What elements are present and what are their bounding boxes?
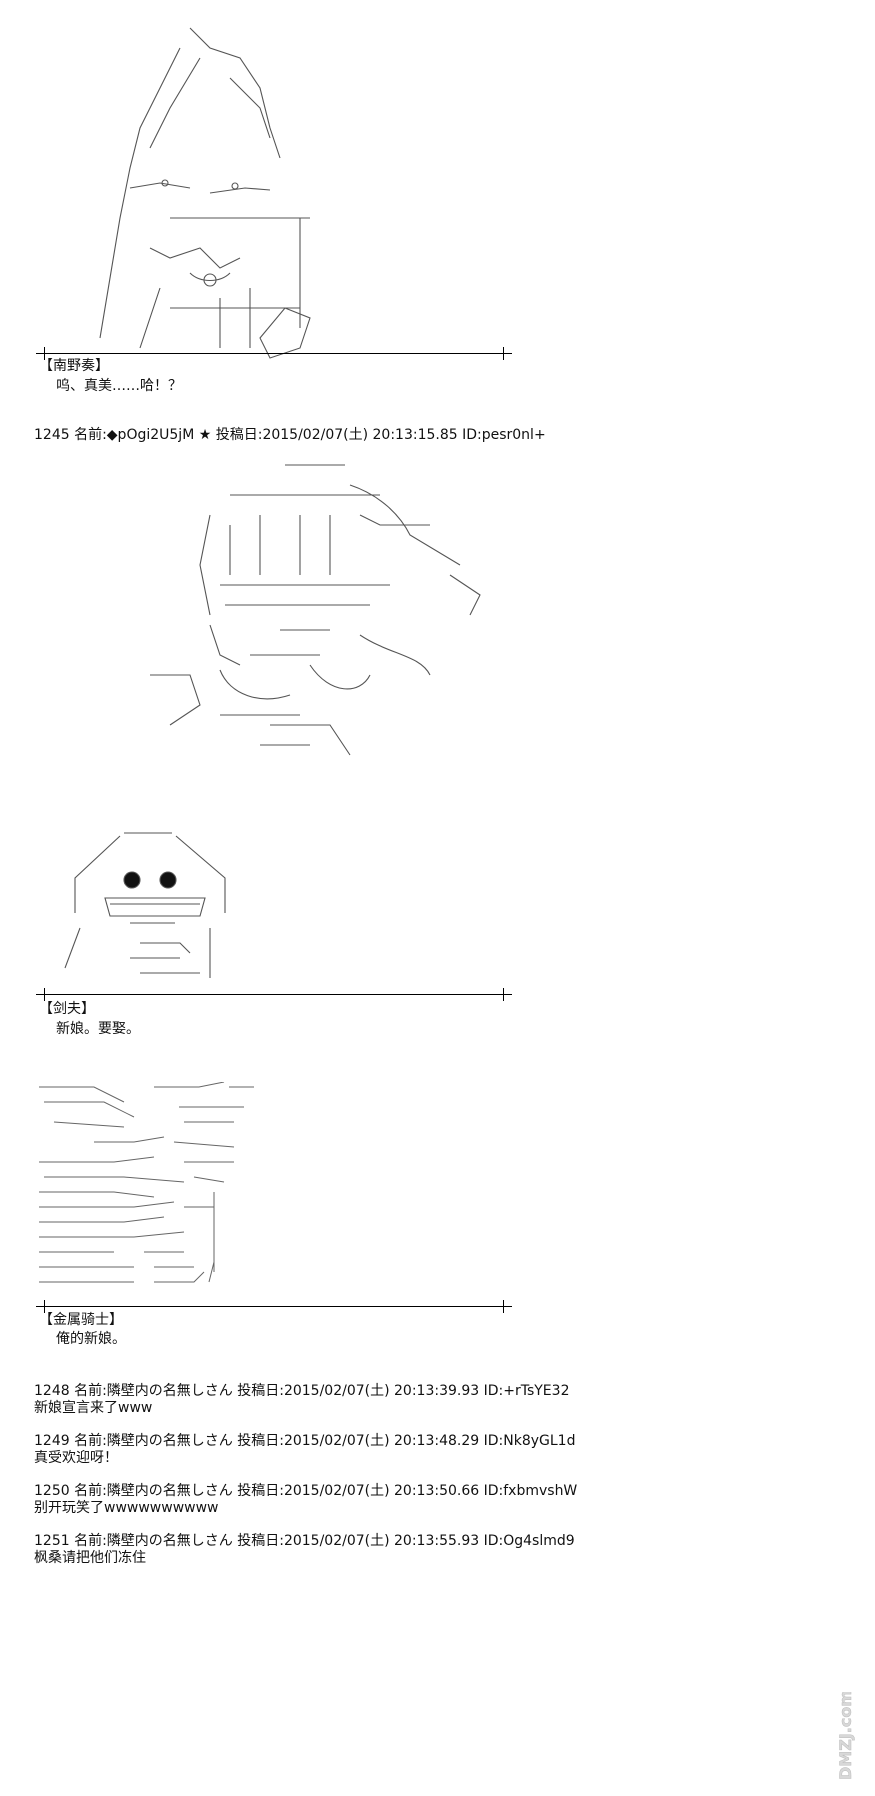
dialog-text-2: 新娘。要娶。	[56, 1021, 140, 1037]
speaker-name-3: 【金属骑士】	[39, 1312, 123, 1328]
reply-header: 1248 名前:隣壁内の名無しさん 投稿日:2015/02/07(土) 20:1…	[34, 1383, 570, 1399]
reply-body: 新娘宣言来了www	[34, 1400, 153, 1416]
dialog-text-3: 俺的新娘。	[56, 1331, 126, 1347]
dialog-separator-3	[36, 1300, 512, 1313]
dialog-text-1: 呜、真美……哈！？	[56, 378, 182, 394]
dialog-separator-2	[36, 988, 512, 1001]
reply-header: 1249 名前:隣壁内の名無しさん 投稿日:2015/02/07(土) 20:1…	[34, 1433, 576, 1449]
reply-header: 1250 名前:隣壁内の名無しさん 投稿日:2015/02/07(土) 20:1…	[34, 1483, 578, 1499]
reply-body: 别开玩笑了wwwwwwwwww	[34, 1500, 219, 1516]
svg-text:DMZJ.com: DMZJ.com	[836, 1692, 855, 1780]
speaker-name-2: 【剑夫】	[39, 1001, 95, 1017]
ascii-art-mami	[130, 455, 510, 775]
dialog-separator-1	[36, 347, 512, 360]
ascii-art-kanade	[70, 18, 330, 398]
reply-body: 真受欢迎呀！	[34, 1450, 118, 1466]
ascii-art-metal-knight	[34, 1082, 264, 1302]
speaker-name-1: 【南野奏】	[39, 358, 109, 374]
post-header-1245: 1245 名前:◆pOgi2U5jM ★ 投稿日:2015/02/07(土) 2…	[34, 427, 546, 443]
site-watermark-logo: DMZJ.com	[823, 1690, 863, 1782]
reply-body: 枫桑请把他们冻住	[34, 1550, 146, 1566]
reply-header: 1251 名前:隣壁内の名無しさん 投稿日:2015/02/07(土) 20:1…	[34, 1533, 575, 1549]
ascii-art-kenpu	[60, 828, 250, 988]
